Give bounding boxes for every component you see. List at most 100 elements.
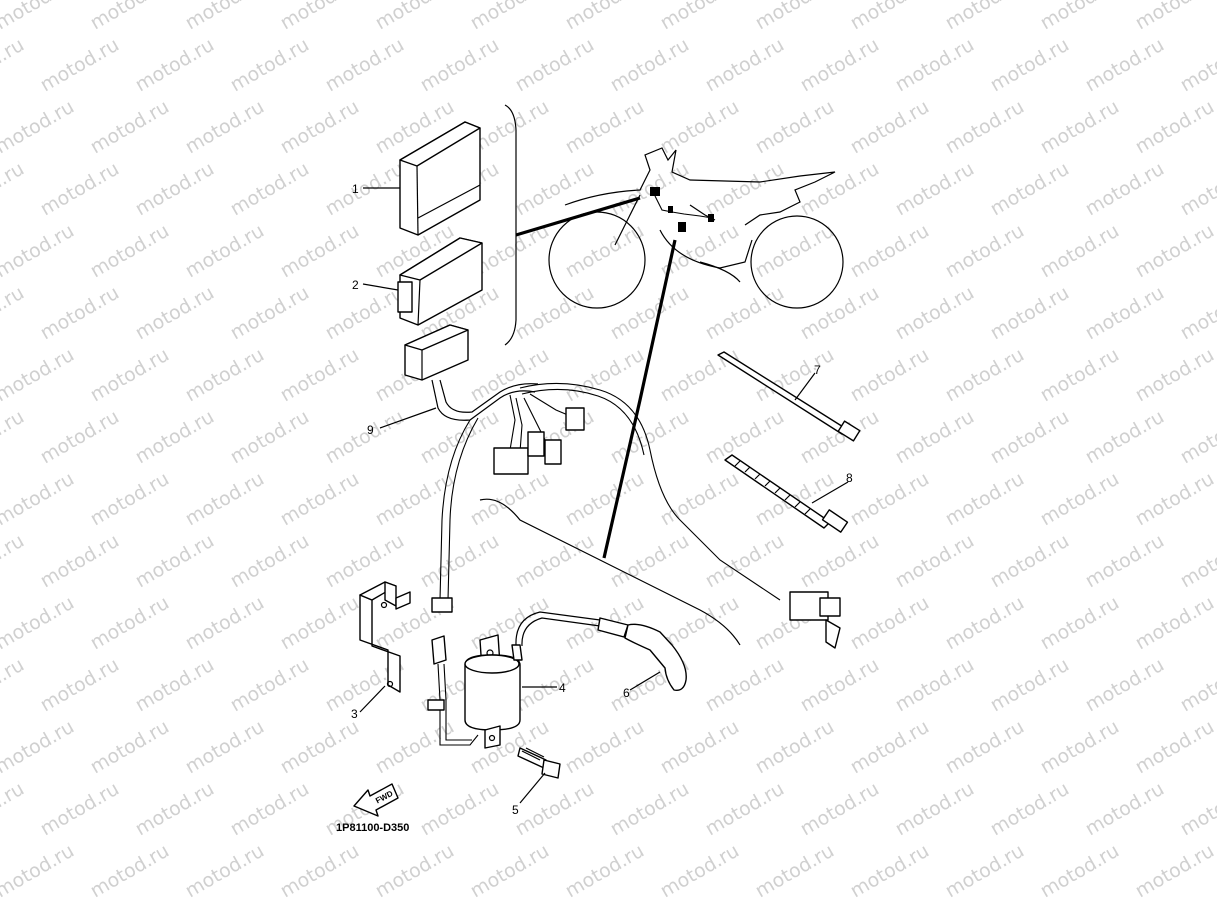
watermark-text: motod.ru — [37, 406, 123, 469]
watermark-text: motod.ru — [1132, 716, 1217, 779]
watermark-text: motod.ru — [702, 282, 788, 345]
watermark-text: motod.ru — [1177, 282, 1217, 345]
watermark-text: motod.ru — [37, 282, 123, 345]
watermark-text: motod.ru — [892, 530, 978, 593]
callout-2: 2 — [352, 278, 359, 292]
watermark-text: motod.ru — [942, 592, 1028, 655]
watermark-text: motod.ru — [892, 654, 978, 717]
ecu-location-mark — [650, 187, 660, 196]
callout-5: 5 — [512, 803, 519, 817]
watermark-text: motod.ru — [0, 0, 78, 34]
watermark-text: motod.ru — [797, 530, 883, 593]
watermark-text: motod.ru — [797, 406, 883, 469]
watermark-text: motod.ru — [847, 96, 933, 159]
watermark-text: motod.ru — [132, 158, 218, 221]
watermark-text: motod.ru — [372, 716, 458, 779]
watermark-text: motod.ru — [1037, 592, 1123, 655]
watermark-text: motod.ru — [1037, 716, 1123, 779]
watermark-text: motod.ru — [467, 0, 553, 34]
watermark-text: motod.ru — [1037, 344, 1123, 407]
watermark-text: motod.ru — [322, 34, 408, 97]
watermark-text: motod.ru — [607, 282, 693, 345]
part-6-plug-cap[interactable] — [597, 617, 687, 691]
watermark-text: motod.ru — [1037, 220, 1123, 283]
watermark-text: motod.ru — [607, 530, 693, 593]
part-5-bolt[interactable] — [517, 747, 561, 779]
watermark-text: motod.ru — [277, 468, 363, 531]
watermark-text: motod.ru — [182, 840, 268, 903]
watermark-text: motod.ru — [277, 96, 363, 159]
watermark-text: motod.ru — [657, 716, 743, 779]
watermark-text: motod.ru — [752, 840, 838, 903]
watermark-text: motod.ru — [657, 0, 743, 34]
watermark-text: motod.ru — [657, 344, 743, 407]
part-1-cdi-unit[interactable] — [399, 121, 481, 236]
watermark-text: motod.ru — [657, 96, 743, 159]
location-leader-upper — [515, 196, 641, 237]
watermark-text: motod.ru — [0, 716, 78, 779]
watermark-text: motod.ru — [942, 344, 1028, 407]
watermark-text: motod.ru — [277, 220, 363, 283]
watermark-text: motod.ru — [227, 282, 313, 345]
watermark-text: motod.ru — [182, 344, 268, 407]
watermark-text: motod.ru — [1037, 468, 1123, 531]
part-8-band[interactable] — [724, 454, 849, 533]
part-9-wire-harness[interactable] — [431, 379, 841, 649]
watermark-text: motod.ru — [417, 778, 503, 841]
watermark-text: motod.ru — [847, 220, 933, 283]
watermark-text: motod.ru — [752, 0, 838, 34]
watermark-text: motod.ru — [1177, 530, 1217, 593]
section-divider-curve — [479, 498, 741, 646]
watermark-text: motod.ru — [942, 96, 1028, 159]
watermark-text: motod.ru — [467, 840, 553, 903]
watermark-text: motod.ru — [87, 96, 173, 159]
watermark-text: motod.ru — [1082, 282, 1168, 345]
callout-6: 6 — [623, 686, 630, 700]
watermark-text: motod.ru — [797, 158, 883, 221]
watermark-text: motod.ru — [0, 34, 28, 97]
watermark-text: motod.ru — [37, 654, 123, 717]
watermark-text: motod.ru — [797, 34, 883, 97]
motorcycle-silhouette — [548, 147, 844, 309]
watermark-text: motod.ru — [1132, 220, 1217, 283]
watermark-text: motod.ru — [87, 840, 173, 903]
watermark-text: motod.ru — [322, 530, 408, 593]
part-2-regulator[interactable] — [397, 237, 483, 326]
watermark-text: motod.ru — [892, 158, 978, 221]
watermark-text: motod.ru — [1037, 0, 1123, 34]
watermark-text: motod.ru — [0, 530, 28, 593]
part-4-ignition-coil[interactable] — [427, 611, 601, 749]
diagram-code: 1P81100-D350 — [336, 822, 409, 834]
watermark-text: motod.ru — [227, 34, 313, 97]
watermark-text: motod.ru — [227, 530, 313, 593]
harness-connector-block — [404, 324, 469, 381]
watermark-text: motod.ru — [1132, 0, 1217, 34]
watermark-text: motod.ru — [607, 406, 693, 469]
watermark-text: motod.ru — [1177, 654, 1217, 717]
watermark-text: motod.ru — [847, 592, 933, 655]
watermark-text: motod.ru — [562, 468, 648, 531]
watermark-text: motod.ru — [942, 220, 1028, 283]
watermark-text: motod.ru — [892, 34, 978, 97]
watermark-text: motod.ru — [987, 654, 1073, 717]
part-3-bracket[interactable] — [359, 581, 411, 693]
watermark-text: motod.ru — [942, 716, 1028, 779]
watermark-text: motod.ru — [562, 344, 648, 407]
watermark-text: motod.ru — [1132, 840, 1217, 903]
watermark-text: motod.ru — [562, 220, 648, 283]
watermark-text: motod.ru — [182, 716, 268, 779]
watermark-text: motod.ru — [322, 406, 408, 469]
watermark-text: motod.ru — [277, 0, 363, 34]
watermark-text: motod.ru — [0, 592, 78, 655]
watermark-text: motod.ru — [227, 778, 313, 841]
watermark-text: motod.ru — [847, 468, 933, 531]
watermark-text: motod.ru — [942, 840, 1028, 903]
part-7-cable-tie[interactable] — [717, 351, 861, 442]
watermark-text: motod.ru — [1132, 468, 1217, 531]
watermark-text: motod.ru — [37, 530, 123, 593]
watermark-text: motod.ru — [987, 158, 1073, 221]
watermark-text: motod.ru — [87, 344, 173, 407]
watermark-text: motod.ru — [132, 654, 218, 717]
callout-leaders — [359, 187, 849, 804]
watermark-text: motod.ru — [87, 468, 173, 531]
